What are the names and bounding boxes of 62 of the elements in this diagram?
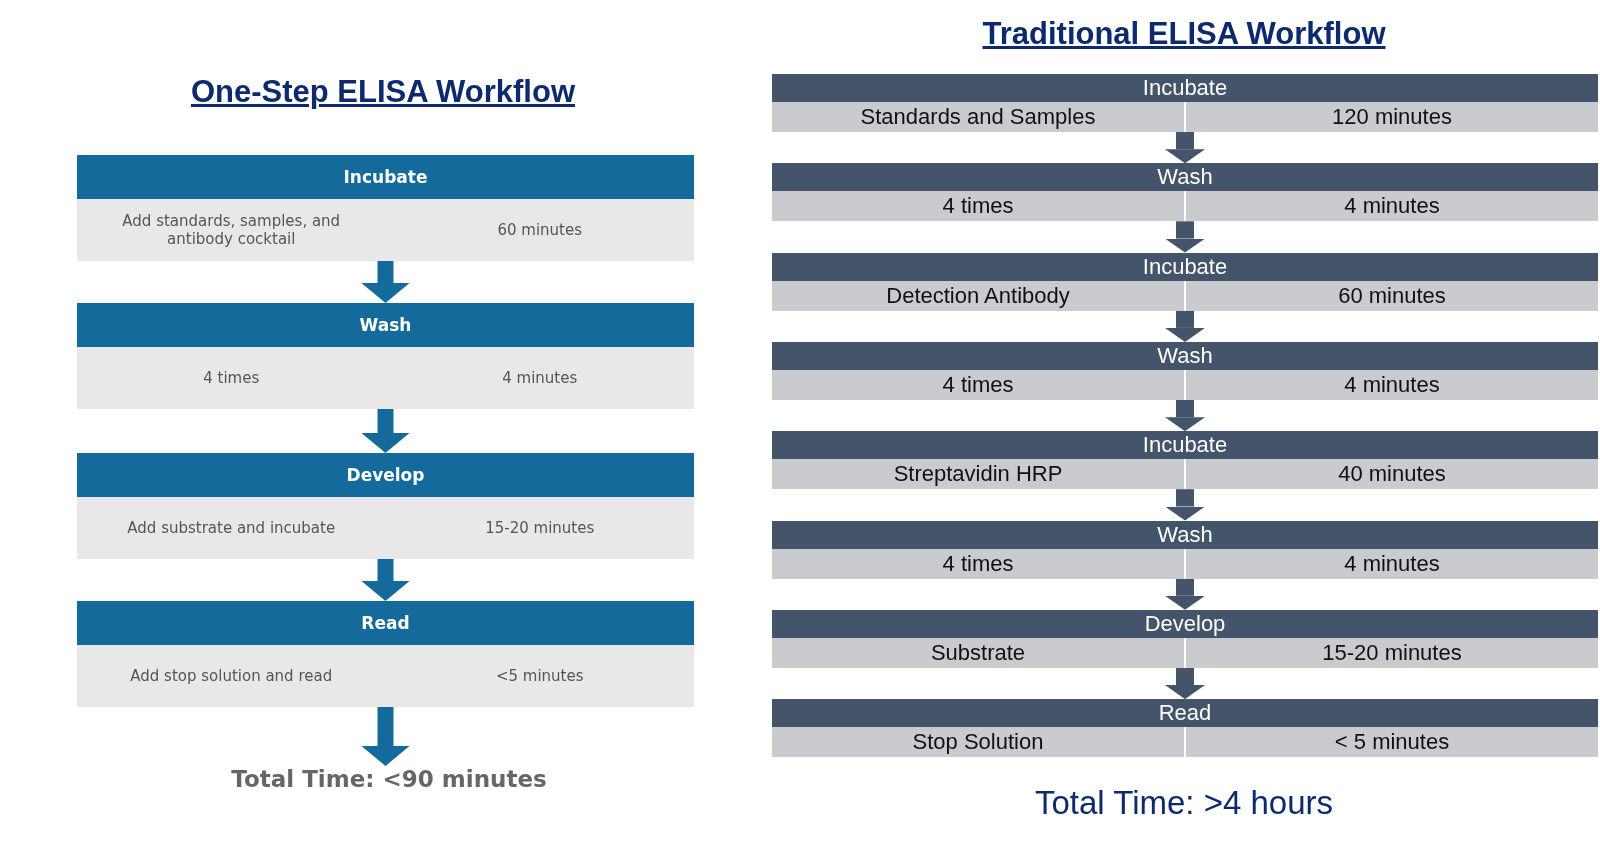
arrow — [1165, 310, 1205, 342]
step-duration: 4 minutes — [1344, 371, 1440, 398]
step-duration: < 5 minutes — [1334, 729, 1450, 756]
arrow — [1165, 489, 1205, 521]
step-duration: 15-20 minutes — [1322, 639, 1462, 666]
step-duration: 40 minutes — [1338, 461, 1446, 488]
process-step — [772, 74, 1598, 132]
step-duration: 4 minutes — [1344, 193, 1440, 220]
step-header: Read — [361, 613, 410, 633]
step-duration: 4 minutes — [502, 369, 578, 387]
process-step — [772, 520, 1598, 579]
process-step — [772, 699, 1598, 758]
workflow-title: Traditional ELISA Workflow — [982, 16, 1386, 52]
process-step — [77, 155, 694, 261]
step-description: 4 times — [942, 371, 1014, 398]
step-header: Wash — [1157, 164, 1213, 191]
process-step — [772, 252, 1598, 311]
step-duration: 60 minutes — [1338, 282, 1446, 309]
step-header: Wash — [359, 315, 412, 335]
step-description: Add substrate and incubate — [127, 519, 336, 537]
step-duration: 60 minutes — [497, 221, 583, 239]
process-step — [772, 431, 1598, 490]
process-step — [772, 609, 1598, 668]
step-description: 4 times — [942, 550, 1014, 577]
arrow — [361, 261, 410, 303]
arrow — [361, 707, 410, 766]
arrow — [1165, 221, 1205, 253]
arrow — [361, 559, 410, 601]
step-header: Incubate — [343, 167, 428, 187]
step-header: Incubate — [1142, 253, 1228, 280]
step-header: Develop — [346, 465, 425, 485]
process-step — [77, 303, 694, 409]
process-step — [77, 601, 694, 707]
step-header: Wash — [1157, 521, 1213, 548]
step-description: Detection Antibody — [886, 282, 1070, 309]
step-duration: <5 minutes — [495, 667, 584, 685]
step-header: Incubate — [1142, 432, 1228, 459]
arrow — [361, 409, 410, 453]
process-step — [77, 453, 694, 559]
total-time-text: Total Time: >4 hours — [1034, 784, 1334, 822]
step-header: Read — [1158, 700, 1212, 727]
arrow — [1165, 132, 1205, 164]
step-description: 4 times — [203, 369, 260, 387]
step-description: Add stop solution and read — [130, 667, 333, 685]
step-header: Develop — [1144, 610, 1226, 637]
step-duration: 15-20 minutes — [485, 519, 595, 537]
workflow-title: One-Step ELISA Workflow — [190, 74, 576, 110]
step-description: Standards and Samples — [860, 104, 1096, 130]
step-description: Add standards, samples, and antibody cocktail — [121, 212, 342, 248]
step-duration: 4 minutes — [1344, 550, 1440, 577]
arrow — [1165, 578, 1205, 610]
step-header: Incubate — [1142, 75, 1228, 101]
arrow — [1165, 399, 1205, 432]
step-duration: 120 minutes — [1332, 104, 1452, 130]
step-description: Streptavidin HRP — [893, 461, 1063, 488]
step-header: Wash — [1157, 342, 1213, 369]
process-step — [772, 163, 1598, 222]
step-description: 4 times — [942, 193, 1014, 220]
step-description: Substrate — [930, 639, 1026, 666]
step-description: Stop Solution — [912, 729, 1044, 756]
arrow — [1165, 667, 1205, 700]
process-step — [772, 341, 1598, 400]
